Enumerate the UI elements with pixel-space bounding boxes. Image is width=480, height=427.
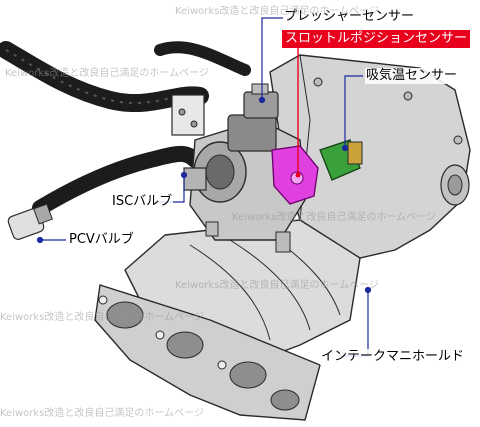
vacuum-hose bbox=[154, 41, 251, 76]
watermark-4: Keiworks改造と改良自己満足のホームページ bbox=[175, 280, 379, 291]
throttle-position-sensor-label: スロットルポジションセンサー bbox=[282, 30, 471, 48]
intake-manifold-label: インテークマニホールド bbox=[320, 349, 466, 365]
watermark-1: Keiworks改造と改良自己満足のホームページ bbox=[175, 6, 379, 17]
pcv-valve-label: PCVバルブ bbox=[68, 232, 135, 248]
isc-valve-label: ISCバルブ bbox=[111, 194, 174, 210]
watermark-3: Keiworks改造と改良自己満足のホームページ bbox=[232, 212, 436, 223]
manifold-flange bbox=[94, 284, 321, 421]
intake-temp-sensor-label: 吸気温センサー bbox=[365, 68, 459, 84]
watermark-5: Keiworks改造と改良自己満足のホームページ bbox=[0, 312, 204, 323]
pressure-sensor-label: プレッシャーセンサー bbox=[283, 9, 416, 25]
watermark-6: Keiworks改造と改良自己満足のホームページ bbox=[0, 408, 204, 419]
isc-valve-part bbox=[183, 167, 207, 191]
pcv-hose-lower bbox=[32, 146, 203, 216]
pressure-sensor-leader bbox=[261, 17, 283, 100]
watermark-2: Keiworks改造と改良自己満足のホームページ bbox=[5, 68, 209, 79]
pressure-sensor-part bbox=[243, 91, 279, 119]
intake-temp-leader bbox=[344, 75, 363, 148]
